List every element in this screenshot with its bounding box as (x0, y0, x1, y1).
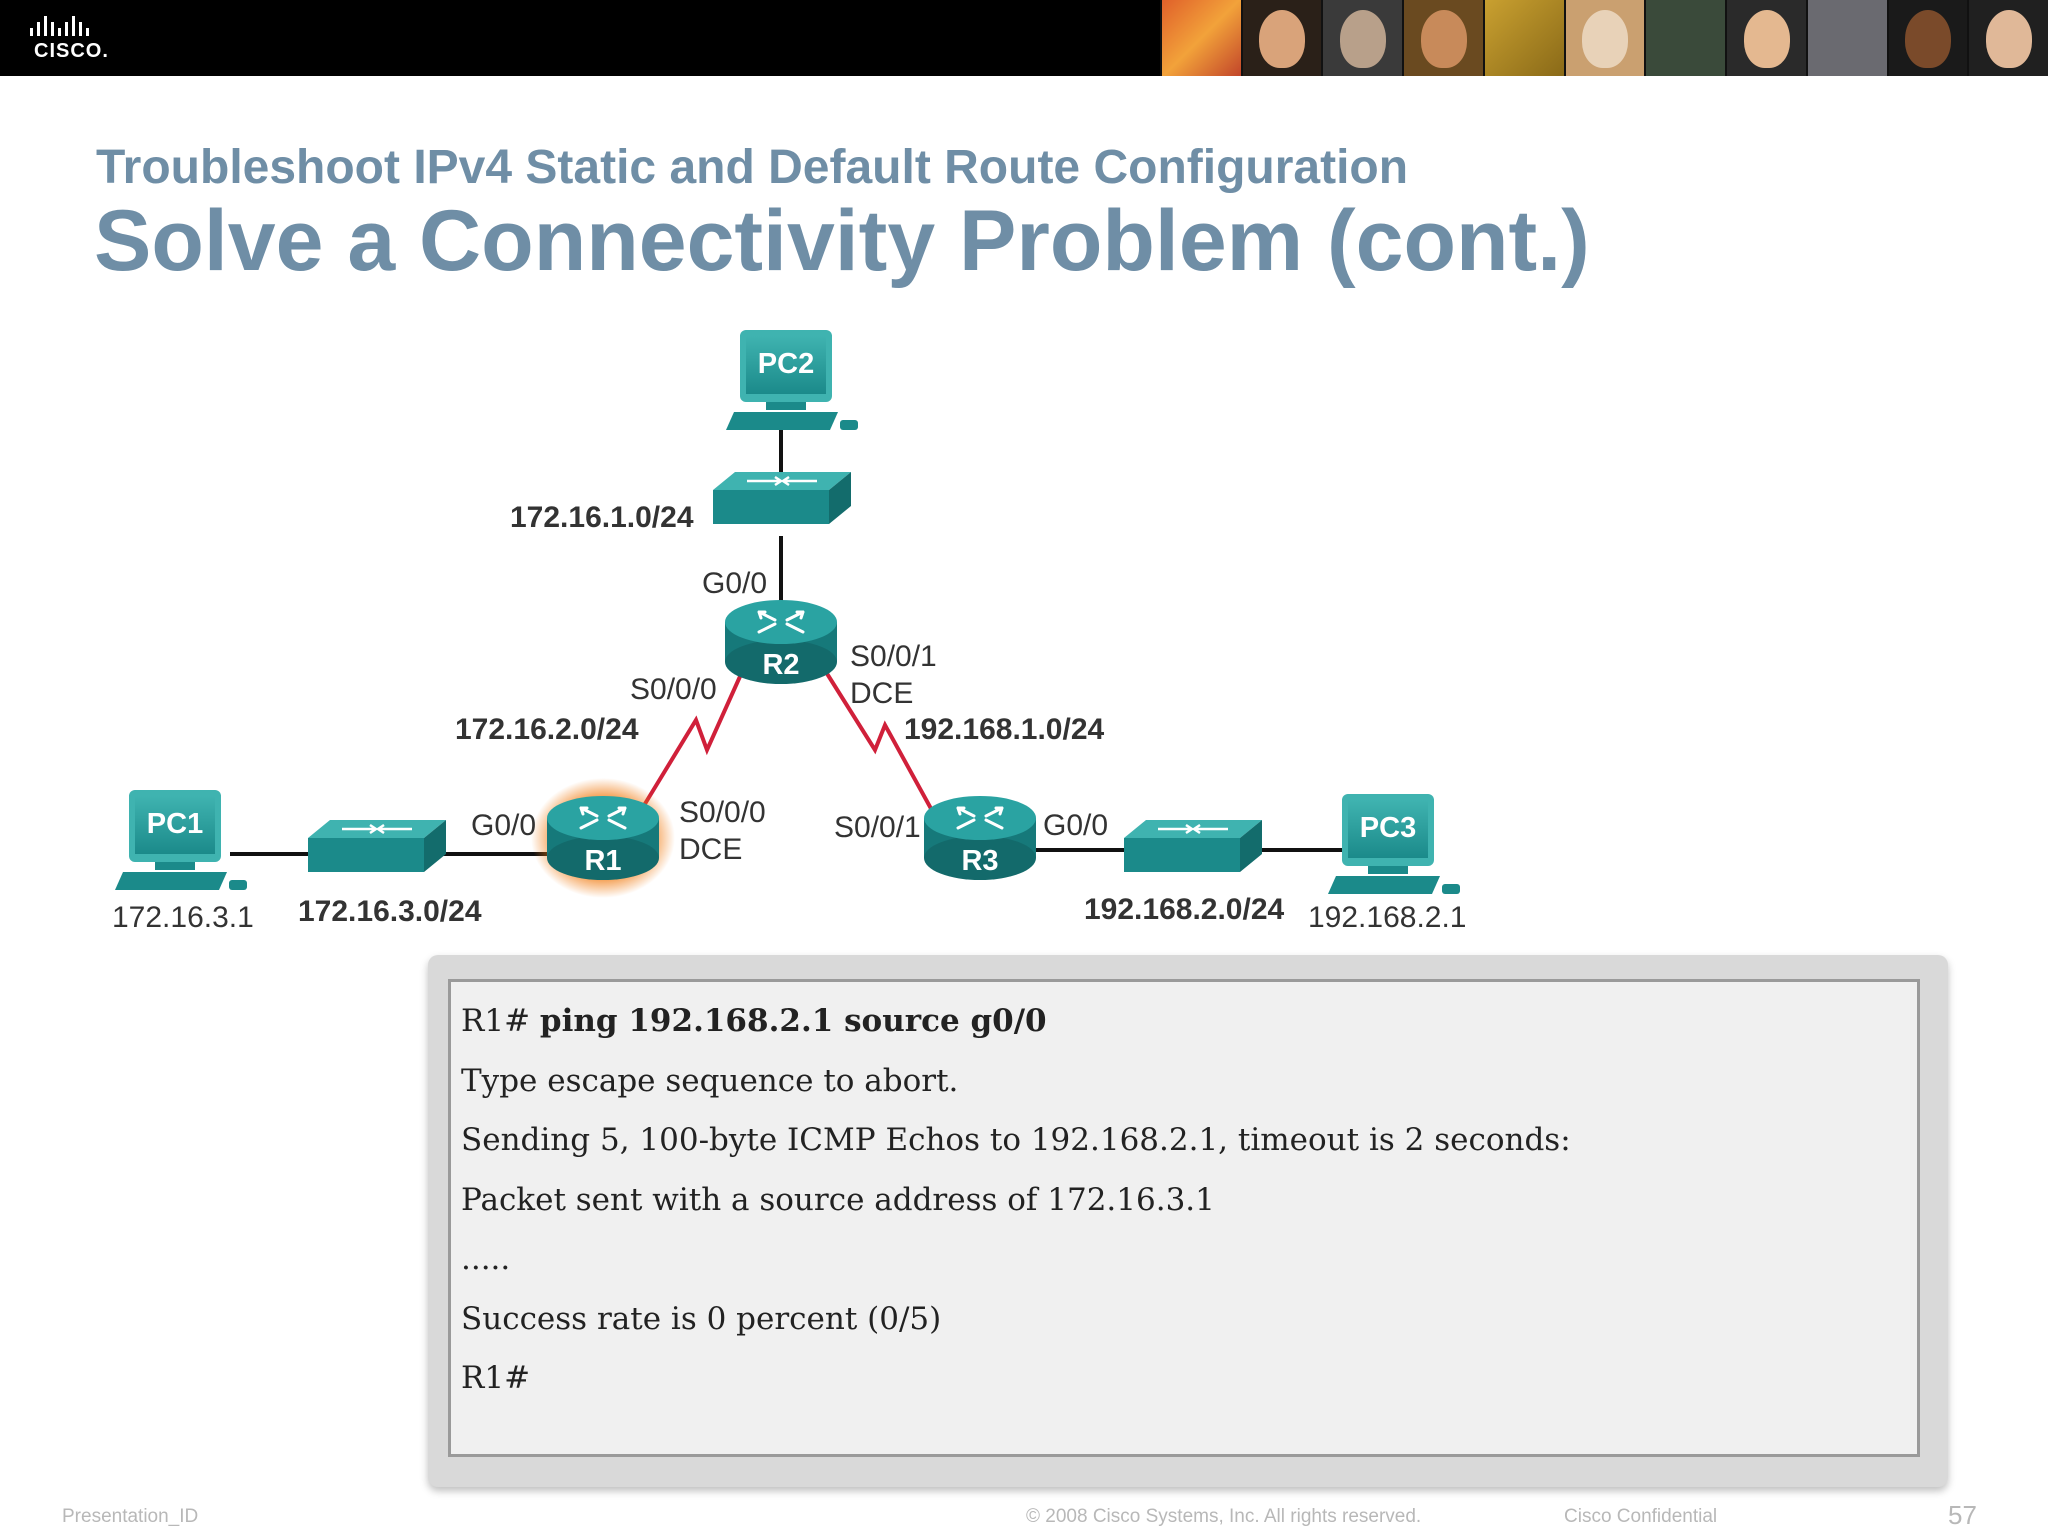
pc3-label: PC3 (1360, 812, 1416, 844)
interface-label: G0/0 (471, 809, 536, 842)
network-label: 172.16.1.0/24 (510, 501, 694, 534)
r3-router-icon[interactable]: R3 (922, 794, 1038, 882)
pc2-computer-icon[interactable]: PC2 (726, 330, 858, 430)
banner-photo (1240, 0, 1322, 76)
banner-photo (1321, 0, 1403, 76)
interface-label: S0/0/0 (630, 673, 717, 706)
footer-confidential: Cisco Confidential (1564, 1506, 1718, 1527)
r1-label: R1 (584, 845, 621, 877)
footer-presentation-id: Presentation_ID (62, 1506, 199, 1527)
cli-prompt: R1# (461, 1003, 531, 1039)
switch-top-icon[interactable] (711, 470, 853, 526)
r1-router-icon[interactable]: R1 (545, 794, 661, 882)
network-label: 192.168.2.0/24 (1084, 893, 1285, 926)
serial-links (638, 670, 942, 826)
network-label: 172.16.3.0/24 (298, 895, 482, 928)
interface-label: G0/0 (702, 567, 767, 600)
switch-left-icon[interactable] (306, 818, 448, 874)
host-ip-label: 192.168.2.1 (1308, 901, 1466, 934)
interface-label: S0/0/1 (850, 640, 937, 673)
cli-output-line: Sending 5, 100-byte ICMP Echos to 192.16… (461, 1122, 1571, 1158)
r2-router-icon[interactable]: R2 (723, 598, 839, 686)
pc3-computer-icon[interactable]: PC3 (1328, 794, 1460, 894)
interface-label: S0/0/0 (679, 796, 766, 829)
banner-photo (1402, 0, 1483, 76)
cli-output-line: Packet sent with a source address of 172… (461, 1181, 1215, 1218)
slide-subtitle: Troubleshoot IPv4 Static and Default Rou… (96, 141, 1409, 194)
header-banner: CISCO. (0, 0, 2048, 76)
interface-label: DCE (850, 677, 913, 710)
footer-copyright: © 2008 Cisco Systems, Inc. All rights re… (1026, 1506, 1422, 1527)
cli-terminal: R1# ping 192.168.2.1 source g0/0 Type es… (448, 979, 1920, 1457)
banner-photo-strip (1160, 0, 2048, 76)
banner-photo (1967, 0, 2048, 76)
cli-command-line: R1# ping 192.168.2.1 source g0/0 (461, 992, 1917, 1052)
interface-label: DCE (679, 833, 742, 866)
cisco-logo-icon (30, 16, 89, 36)
network-label: 172.16.2.0/24 (455, 713, 639, 746)
pc2-label: PC2 (758, 348, 814, 380)
pc1-computer-icon[interactable]: PC1 (115, 790, 247, 890)
page-number: 57 (1948, 1500, 1977, 1530)
cli-output-line: ..... (461, 1241, 511, 1277)
r2-label: R2 (762, 649, 799, 681)
cli-output-panel: R1# ping 192.168.2.1 source g0/0 Type es… (428, 955, 1948, 1487)
host-ip-label: 172.16.3.1 (112, 901, 254, 934)
cli-output-line: Success rate is 0 percent (0/5) (461, 1300, 942, 1337)
pc1-label: PC1 (147, 808, 203, 840)
cisco-logo-text: CISCO. (34, 40, 109, 62)
interface-label: S0/0/1 (834, 811, 921, 844)
slide-title: Solve a Connectivity Problem (cont.) (94, 193, 1590, 289)
cli-command: ping 192.168.2.1 source g0/0 (539, 1003, 1047, 1039)
network-label: 192.168.1.0/24 (904, 713, 1105, 746)
banner-photo (1725, 0, 1806, 76)
banner-photo (1805, 0, 1887, 76)
switch-right-icon[interactable] (1122, 818, 1264, 874)
interface-label: G0/0 (1043, 809, 1108, 842)
banner-photo (1644, 0, 1726, 76)
banner-photo (1886, 0, 1968, 76)
banner-photo (1160, 0, 1241, 76)
banner-photo (1563, 0, 1645, 76)
banner-photo (1482, 0, 1564, 76)
r3-label: R3 (961, 845, 998, 877)
cli-output-line: Type escape sequence to abort. (461, 1062, 959, 1099)
cli-output-line: R1# (461, 1360, 531, 1396)
ethernet-links (230, 430, 1350, 856)
network-topology-diagram: PC2 R2 PC1 R1 R3 PC3 172.16.1.0/24 172.1… (112, 330, 1466, 934)
